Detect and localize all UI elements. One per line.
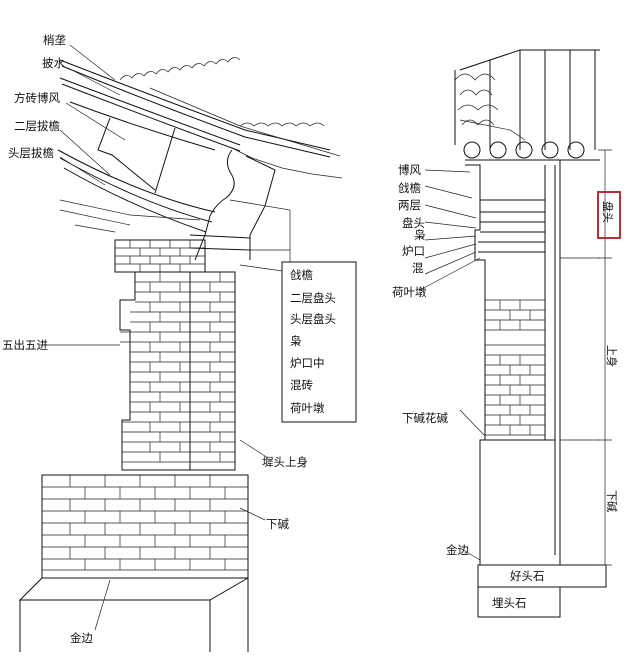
legend-item-tou-ceng-pan-tou: 头层盘头 — [290, 312, 336, 326]
label-he-ye-dun-right: 荷叶墩 — [392, 285, 427, 299]
label-hun: 混 — [412, 261, 424, 275]
legend-item-qiang-yan: 戗檐 — [290, 268, 313, 282]
label-mai-tou-shi: 埋头石 — [492, 596, 527, 610]
legend-item-he-ye-dun: 荷叶墩 — [290, 401, 325, 415]
roof-tiles — [119, 57, 343, 179]
label-wu-chu-wu-jin: 五出五进 — [2, 338, 48, 352]
vertical-label-xia-jian: 下碱 — [605, 490, 618, 512]
upper-brick — [59, 199, 206, 273]
legend-item-hun-zhuan: 混砖 — [290, 378, 313, 392]
label-jin-bian-right: 金边 — [446, 543, 469, 557]
lower-base — [18, 474, 249, 652]
pan-tou-highlight — [597, 191, 621, 239]
left-drawing — [18, 44, 357, 652]
vertical-label-pan-tou: 盘头 — [601, 201, 615, 223]
label-hao-tou-shi: 好头石 — [510, 569, 545, 583]
label-fang-zhuan-bo-feng: 方砖博风 — [14, 91, 60, 105]
label-bo-feng: 博风 — [398, 163, 421, 177]
label-chi-tou-shang-shen: 墀头上身 — [262, 455, 308, 469]
right-drawing — [419, 49, 621, 618]
pier-shaft — [119, 271, 236, 471]
label-liang-ceng: 两层 — [398, 198, 421, 212]
label-pan-tou-right: 盘头 — [402, 216, 425, 230]
vertical-label-shang-shen: 上身 — [605, 345, 619, 367]
legend-item-er-ceng-pan-tou: 二层盘头 — [290, 291, 336, 305]
label-qiang-yan-right: 戗檐 — [398, 181, 421, 195]
label-jin-bian-left: 金边 — [70, 631, 93, 645]
label-er-ceng-ba-yan: 二层拔檐 — [14, 119, 60, 133]
legend-item-xiao: 枭 — [290, 334, 302, 348]
label-tou-ceng-ba-yan: 头层拔檐 — [8, 146, 54, 160]
legend-box — [281, 261, 357, 423]
legend-item-lu-kou-zhong: 炉口中 — [290, 356, 325, 370]
label-xiao-right: 枭 — [414, 228, 426, 242]
labels: 梢垄 披水 方砖博风 二层拔檐 头层拔檐 五出五进 墀头上身 下碱 金边 戗檐 … — [2, 33, 619, 645]
label-lu-kou: 炉口 — [402, 244, 425, 258]
label-xia-jian-hua-jian: 下碱花碱 — [402, 411, 448, 425]
label-xia-jian: 下碱 — [266, 517, 289, 531]
label-pi-shui: 披水 — [42, 56, 65, 70]
label-shao-long: 梢垄 — [43, 33, 66, 47]
roof-ends — [463, 141, 585, 159]
